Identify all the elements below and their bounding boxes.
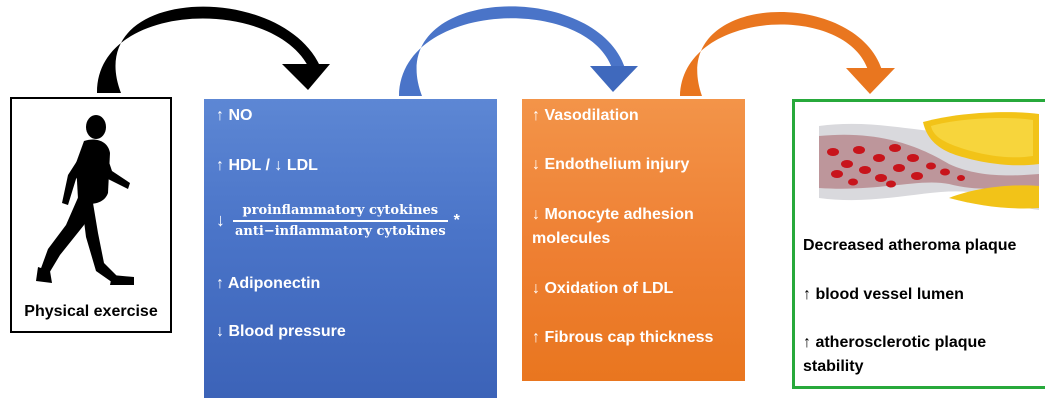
green-item-plaque-stability: ↑ atherosclerotic plaque stability <box>803 334 987 375</box>
black-arrowhead <box>282 64 330 90</box>
physical-exercise-box: Physical exercise <box>10 97 172 333</box>
orange-item-endothelium: ↓ Endothelium injury <box>532 156 690 173</box>
orange-arrowhead <box>846 68 895 94</box>
fraction-denominator: anti−inflammatory cytokines <box>235 223 446 239</box>
cytokine-ratio-arrow: ↓ <box>216 210 225 231</box>
fraction-numerator: proinflammatory cytokines <box>242 203 439 218</box>
orange-curved-arrow <box>680 11 882 97</box>
orange-item-vasodilation: ↑ Vasodilation <box>532 107 639 124</box>
cytokine-fraction: proinflammatory cytokines anti−inflammat… <box>233 203 448 239</box>
orange-item-ldl-oxidation: ↓ Oxidation of LDL <box>532 280 674 297</box>
blue-item-cytokine-ratio: ↓ proinflammatory cytokines anti−inflamm… <box>216 203 460 239</box>
fraction-bar <box>233 220 448 222</box>
blue-curved-arrow <box>399 6 625 96</box>
cytokine-ratio-asterisk: * <box>453 211 460 229</box>
orange-item-fibrous-cap: ↑ Fibrous cap thickness <box>532 329 714 346</box>
blue-effects-box: ↑ NO ↑ HDL / ↓ LDL ↓ proinflammatory cyt… <box>204 99 497 398</box>
blue-item-no: ↑ NO <box>216 107 253 124</box>
blue-arrowhead <box>590 66 638 92</box>
green-item-atheroma: Decreased atheroma plaque <box>803 237 1017 254</box>
orange-item-monocyte: ↓ Monocyte adhesion molecules <box>532 206 694 247</box>
blue-item-adiponectin: ↑ Adiponectin <box>216 275 321 292</box>
black-curved-arrow <box>96 6 321 93</box>
physical-exercise-label: Physical exercise <box>24 303 158 320</box>
green-outcome-box: Decreased atheroma plaque ↑ blood vessel… <box>792 99 1045 389</box>
orange-effects-box: ↑ Vasodilation ↓ Endothelium injury ↓ Mo… <box>522 99 745 381</box>
running-person-icon <box>36 115 134 285</box>
blood-vessel-plaque-icon <box>819 112 1039 210</box>
blue-item-hdl-ldl: ↑ HDL / ↓ LDL <box>216 157 318 174</box>
blue-item-blood-pressure: ↓ Blood pressure <box>216 323 346 340</box>
green-item-lumen: ↑ blood vessel lumen <box>803 286 964 303</box>
